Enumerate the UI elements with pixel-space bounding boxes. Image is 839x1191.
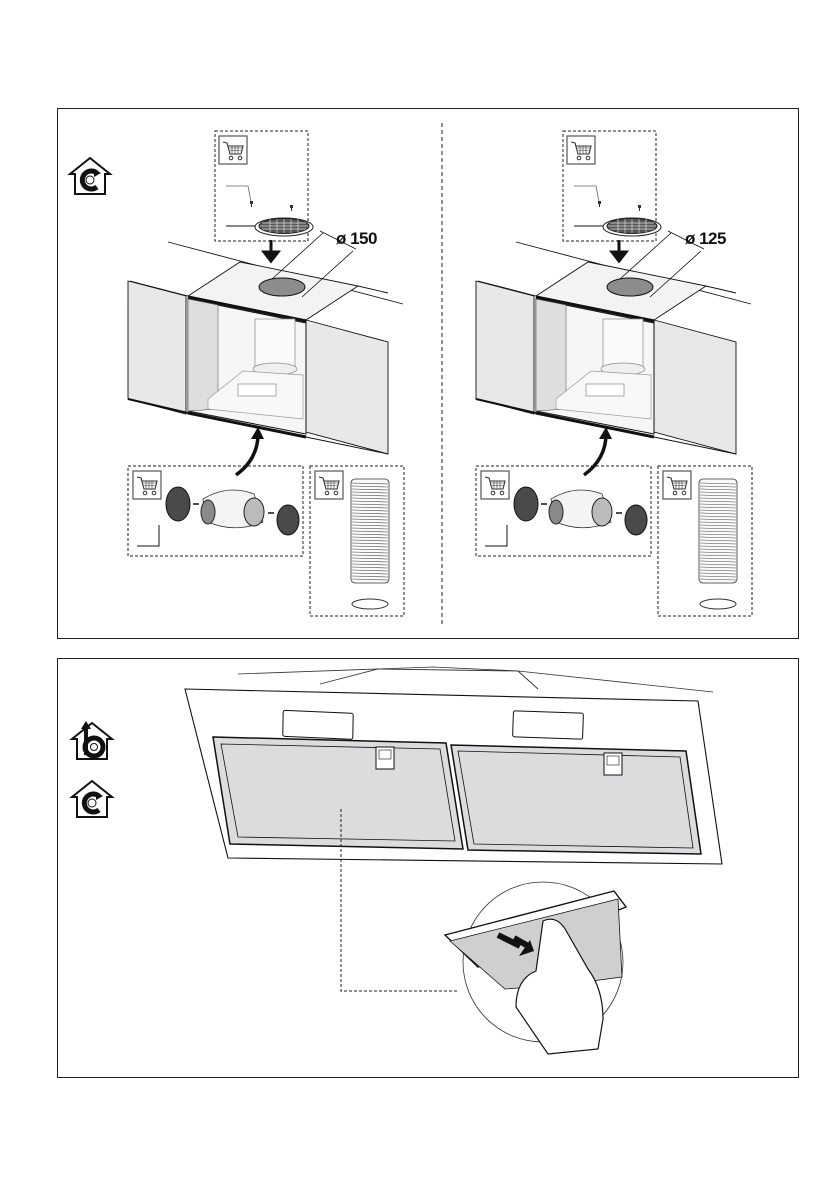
hood-unit: [185, 667, 722, 864]
panel-filter-removal: [57, 658, 799, 1078]
recirculation-house-icon: [72, 781, 112, 817]
variant-right: [476, 131, 752, 616]
top-panel-illustration: [58, 109, 800, 640]
grease-filter-left[interactable]: [213, 737, 463, 849]
filter-handle-right[interactable]: [604, 753, 622, 775]
detail-magnifier: [445, 882, 626, 1054]
variant-left: [128, 131, 404, 616]
grease-filter-right[interactable]: [451, 745, 701, 854]
diameter-label-125: ø 125: [685, 229, 726, 249]
recirculation-house-icon: [70, 158, 110, 194]
bottom-panel-illustration: [58, 659, 800, 1079]
panel-recirculation-install: ø 150 ø 125: [57, 108, 799, 639]
filter-handle-left[interactable]: [376, 747, 394, 769]
diameter-label-150: ø 150: [336, 229, 377, 249]
ducted-house-icon: [72, 721, 112, 759]
